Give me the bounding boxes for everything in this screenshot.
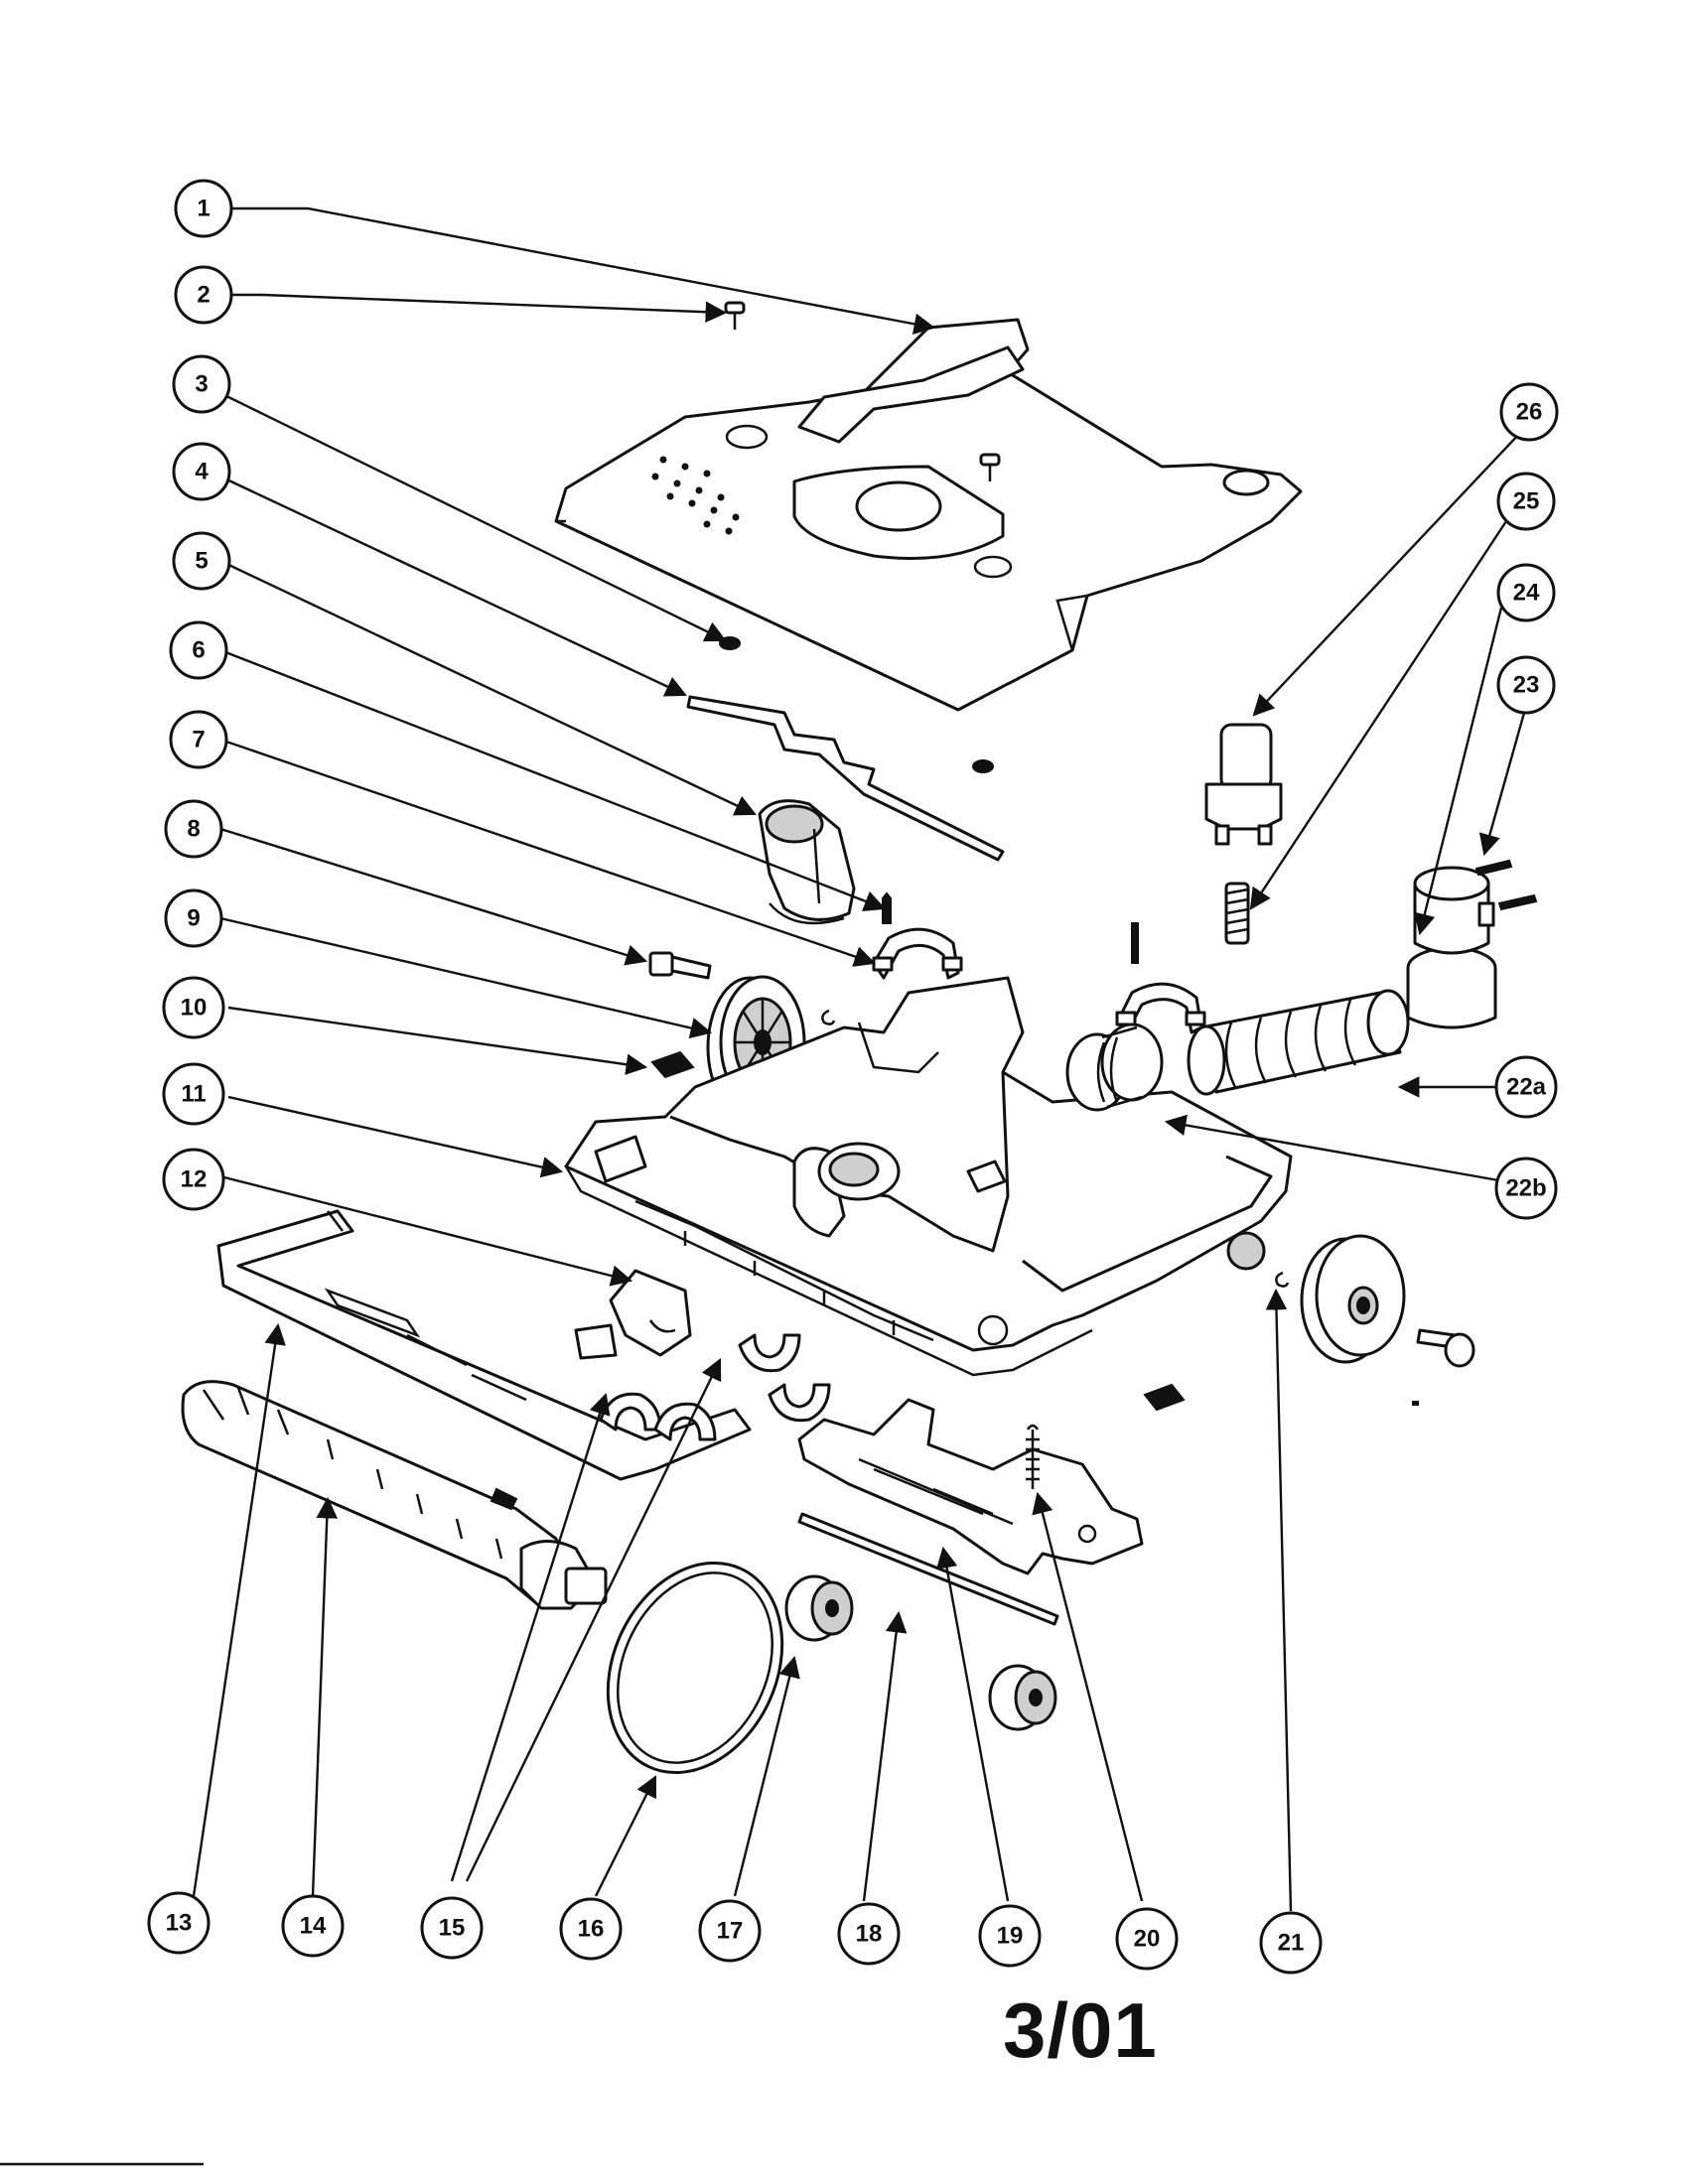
callout-label: 25: [1513, 488, 1540, 515]
callout-14: 14: [281, 1894, 345, 1958]
callout-label: 2: [197, 282, 210, 309]
callout-8: 8: [164, 799, 223, 859]
hood-gasket-strip: [686, 695, 1005, 862]
callout-label: 8: [187, 816, 200, 843]
coupling-screws: [1474, 859, 1538, 911]
callout-label: 3: [195, 371, 208, 398]
callout-label: 12: [181, 1166, 208, 1193]
callout-6: 6: [169, 620, 228, 680]
callout-20: 20: [1115, 1907, 1179, 1971]
callout-15: 15: [420, 1896, 484, 1960]
hood-vent-holes: [651, 456, 740, 535]
wheel-clip-left: [821, 1009, 836, 1025]
callout-label: 18: [856, 1921, 883, 1948]
axle-bolt-left: [648, 951, 712, 980]
callout-18: 18: [837, 1902, 901, 1966]
callout-9: 9: [164, 888, 223, 948]
hood-screw: [724, 301, 1001, 481]
swivel-connector-top: [1204, 723, 1283, 846]
pedal-bracket: [797, 1398, 1144, 1575]
hood-plug-2: [972, 759, 994, 773]
callout-17: 17: [698, 1899, 762, 1963]
drive-belt: [606, 1561, 784, 1775]
left-axle-strap: [872, 927, 963, 980]
callout-label: 14: [300, 1913, 327, 1940]
edge-mark: [1412, 1401, 1419, 1406]
callout-label: 15: [439, 1915, 466, 1942]
brushroll: [181, 1380, 608, 1610]
callout-label: 7: [192, 727, 205, 753]
neck-screw: [882, 891, 892, 924]
callout-7: 7: [169, 710, 228, 769]
callout-5: 5: [172, 531, 231, 591]
axle-bolt-right: [1416, 1328, 1475, 1368]
swivel-neck-assembly: [758, 799, 856, 925]
height-adjust-knob-left: [650, 1050, 695, 1079]
callout-label: 10: [181, 995, 208, 1022]
callout-2: 2: [174, 265, 233, 325]
callout-23: 23: [1496, 655, 1556, 715]
bearing-rear: [988, 1664, 1057, 1731]
callout-26: 26: [1499, 382, 1559, 442]
callout-label: 4: [195, 459, 209, 485]
hood-top-cover: [554, 318, 1303, 712]
callout-1: 1: [174, 179, 233, 238]
callout-label: 13: [166, 1910, 193, 1937]
callout-label: 6: [192, 637, 205, 664]
callout-label: 5: [195, 548, 208, 575]
flexible-hose: [1187, 989, 1410, 1096]
callout-label: 26: [1516, 399, 1543, 426]
date-code: 3/01: [1003, 1986, 1158, 2074]
axle-rod: [797, 1512, 1059, 1626]
callout-24: 24: [1496, 563, 1556, 622]
callout-label: 16: [578, 1916, 605, 1943]
callout-4: 4: [172, 442, 231, 501]
wheel-clip-right: [1275, 1271, 1290, 1288]
height-adjust-knob-right: [1143, 1383, 1186, 1412]
callout-label: 19: [997, 1923, 1024, 1950]
bearing-front: [784, 1574, 854, 1642]
hose-cuff: [1065, 1023, 1164, 1112]
callout-label: 22b: [1505, 1175, 1546, 1202]
callout-label: 11: [181, 1081, 206, 1108]
callout-label: 17: [717, 1918, 744, 1945]
callout-13: 13: [147, 1891, 210, 1955]
leader-lines: [192, 206, 1526, 1912]
callout-12: 12: [162, 1148, 225, 1211]
spring: [1224, 882, 1250, 945]
callout-25: 25: [1496, 472, 1556, 531]
callout-label: 22a: [1506, 1074, 1547, 1101]
callout-label: 9: [187, 905, 200, 932]
callout-19: 19: [978, 1904, 1042, 1968]
brushroll-end-cap: [574, 1269, 692, 1360]
callout-11: 11: [162, 1062, 225, 1126]
callout-3: 3: [172, 354, 231, 414]
callout-16: 16: [559, 1897, 623, 1961]
callout-label: 20: [1134, 1926, 1161, 1953]
callout-label: 1: [197, 196, 210, 222]
hose-coupling: [1406, 866, 1497, 1029]
callout-22b: 22b: [1494, 1157, 1558, 1220]
rear-wheel-right: [1300, 1234, 1406, 1364]
callout-label: 21: [1278, 1930, 1305, 1957]
callout-10: 10: [162, 976, 225, 1039]
base-housing: [564, 976, 1293, 1377]
callout-label: 24: [1513, 580, 1540, 607]
callout-label: 23: [1513, 672, 1540, 699]
callout-22a: 22a: [1494, 1055, 1558, 1119]
bearing-clips: [599, 1333, 831, 1441]
tension-spring: [1026, 1424, 1040, 1489]
bumper-frame: [216, 1209, 752, 1481]
strap-screw: [1131, 922, 1139, 964]
callout-21: 21: [1259, 1911, 1323, 1975]
